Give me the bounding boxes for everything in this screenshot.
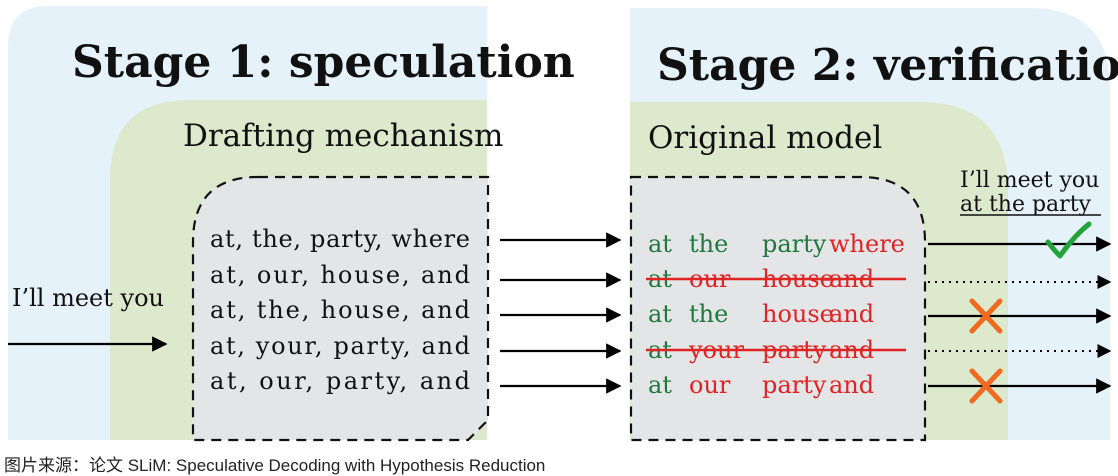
draft-line: at, the, house, and xyxy=(210,296,470,324)
drafting-box xyxy=(191,175,490,442)
check-icon xyxy=(1045,221,1092,259)
draft-line: at, our, party, and xyxy=(210,367,470,395)
transfer-arrows xyxy=(500,232,622,394)
verify-token: house xyxy=(762,300,834,328)
verify-token: where xyxy=(829,230,905,258)
verify-token: party xyxy=(762,371,827,399)
cross-icon xyxy=(969,298,1003,334)
output-text-line2: at the party xyxy=(960,192,1092,217)
verify-token: the xyxy=(689,230,728,258)
draft-list: at, the, party, where at, our, house, an… xyxy=(210,225,470,395)
verify-token: our xyxy=(689,371,731,399)
verify-token: at xyxy=(648,371,672,399)
verify-token: and xyxy=(829,300,874,328)
output-arrows xyxy=(928,221,1112,404)
verify-token: at xyxy=(648,300,672,328)
stage1-title: Stage 1: speculation xyxy=(72,37,575,88)
draft-line: at, the, party, where xyxy=(210,225,470,253)
verify-token: the xyxy=(689,300,728,328)
figure-caption: 图片来源：论文 SLiM: Speculative Decoding with … xyxy=(4,456,546,475)
stage2-subtitle: Original model xyxy=(648,120,882,156)
verify-token: and xyxy=(829,371,874,399)
original-model-box xyxy=(629,175,927,442)
verify-token: at xyxy=(648,230,672,258)
cross-icon xyxy=(969,368,1003,404)
stage1-subtitle: Drafting mechanism xyxy=(183,118,503,154)
draft-line: at, our, house, and xyxy=(210,261,470,289)
stage2-title: Stage 2: verification xyxy=(657,40,1118,91)
verify-token: party xyxy=(762,230,827,258)
input-text: I’ll meet you xyxy=(12,284,164,312)
output-text-line1: I’ll meet you xyxy=(960,168,1099,193)
draft-line: at, your, party, and xyxy=(210,332,470,360)
